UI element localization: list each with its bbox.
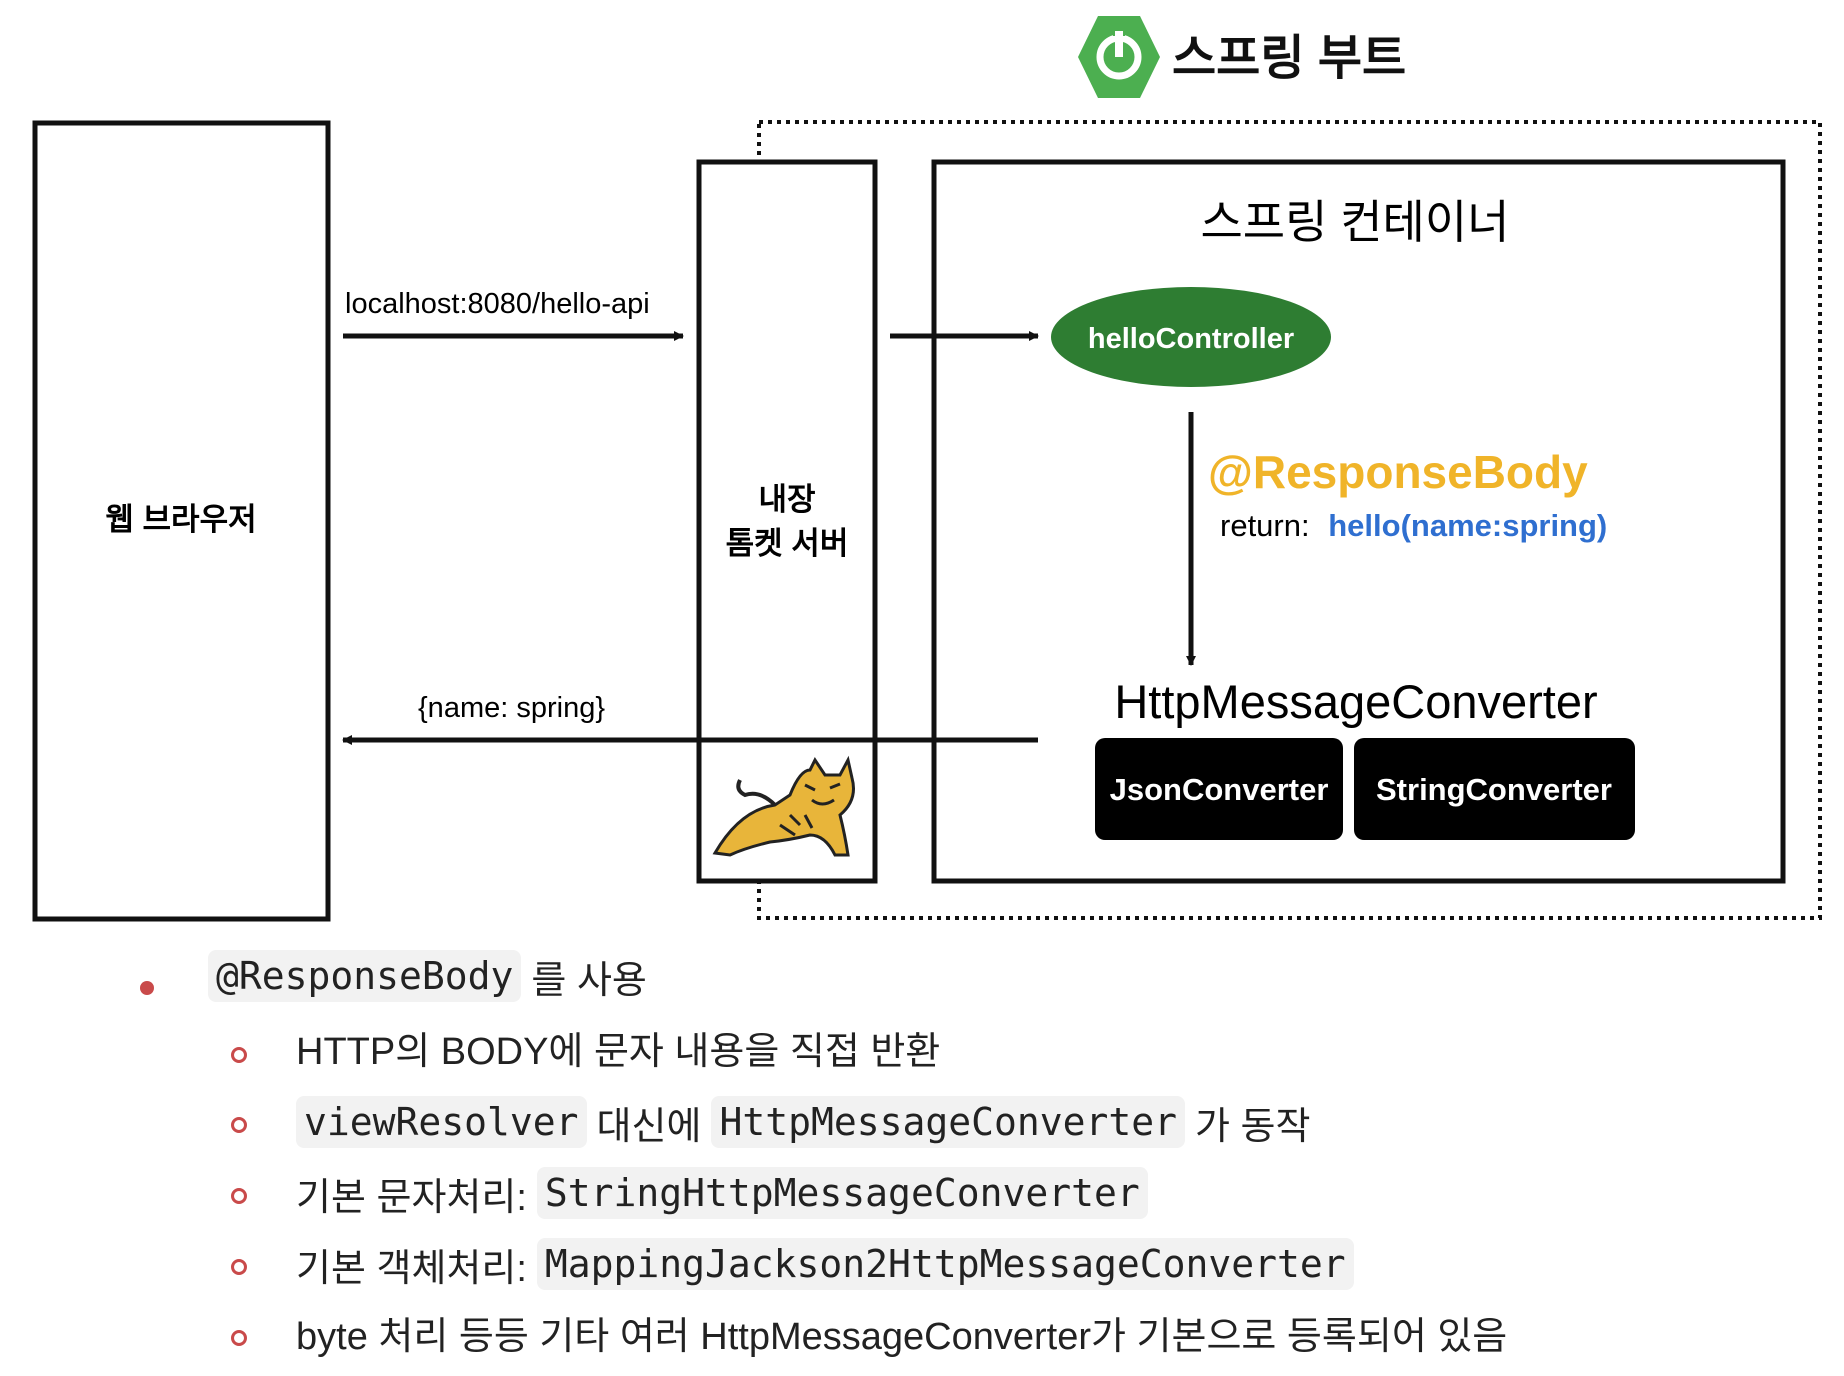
note-sub-2-code2: HttpMessageConverter [711,1096,1185,1148]
note-sub-2-tail: 가 동작 [1195,1105,1311,1148]
note-sub-2-mid: 대신에 [596,1105,702,1148]
architecture-diagram: 스프링 부트 웹 브라우저 내장 톰켓 서버 스프링 컨테이너 localhos… [32,16,1822,922]
web-browser-box [32,120,331,922]
note-sub-3: 기본 문자처리: StringHttpMessageConverter [296,1157,1148,1229]
tomcat-cat-icon [712,755,855,857]
string-converter-box [1354,738,1635,840]
note-sub-1: HTTP의 BODY에 문자 내용을 직접 반환 [296,1016,940,1078]
note-main: @ResponseBody 를 사용 [208,940,647,1012]
header-title: 스프링 부트 [1172,32,1406,85]
note-sub-3-code: StringHttpMessageConverter [536,1167,1148,1219]
http-message-converter-title: HttpMessageConverter [1114,675,1597,728]
note-main-code: @ResponseBody [208,950,522,1002]
tomcat-server-label-1: 내장 [758,482,815,517]
bullet-dot [140,981,154,995]
spring-power-icon [1078,16,1160,98]
note-sub-2: viewResolver 대신에 HttpMessageConverter 가 … [296,1086,1310,1158]
request-label: localhost:8080/hello-api [345,288,650,320]
tomcat-server-label-2: 톰켓 서버 [726,526,849,561]
hello-controller-label: helloController [1088,323,1294,355]
spring-container-title: 스프링 컨테이너 [1200,196,1509,248]
note-main-text: 를 사용 [531,959,647,1002]
response-body-annotation: @ResponseBody [1208,446,1588,498]
note-sub-4-code: MappingJackson2HttpMessageConverter [536,1238,1354,1290]
note-sub-2-code1: viewResolver [296,1096,587,1148]
note-sub-4-text: 기본 객체처리: [296,1247,527,1290]
note-sub-5-text: byte 처리 등등 기타 여러 HttpMessageConverter가 기… [296,1315,1508,1358]
string-converter-label: StringConverter [1376,772,1612,807]
return-value: hello(name:spring) [1328,508,1607,543]
json-converter-box [1095,738,1343,840]
hello-controller-node [1051,287,1331,387]
return-statement: return: hello(name:spring) [1220,508,1607,543]
bullet-ring [231,1117,247,1133]
note-sub-5: byte 처리 등등 기타 여러 HttpMessageConverter가 기… [296,1301,1507,1363]
note-sub-1-text: HTTP의 BODY에 문자 내용을 직접 반환 [296,1030,941,1073]
bullet-ring [231,1188,247,1204]
return-prefix: return: [1220,508,1310,543]
tomcat-server-box [696,159,878,884]
json-converter-label: JsonConverter [1110,772,1329,807]
web-browser-label: 웹 브라우저 [105,502,256,537]
note-sub-3-text: 기본 문자처리: [296,1176,527,1219]
response-label: {name: spring} [418,692,605,724]
note-sub-4: 기본 객체처리: MappingJackson2HttpMessageConve… [296,1228,1354,1300]
bullet-ring [231,1330,247,1346]
bullet-ring [231,1047,247,1063]
bullet-ring [231,1259,247,1275]
